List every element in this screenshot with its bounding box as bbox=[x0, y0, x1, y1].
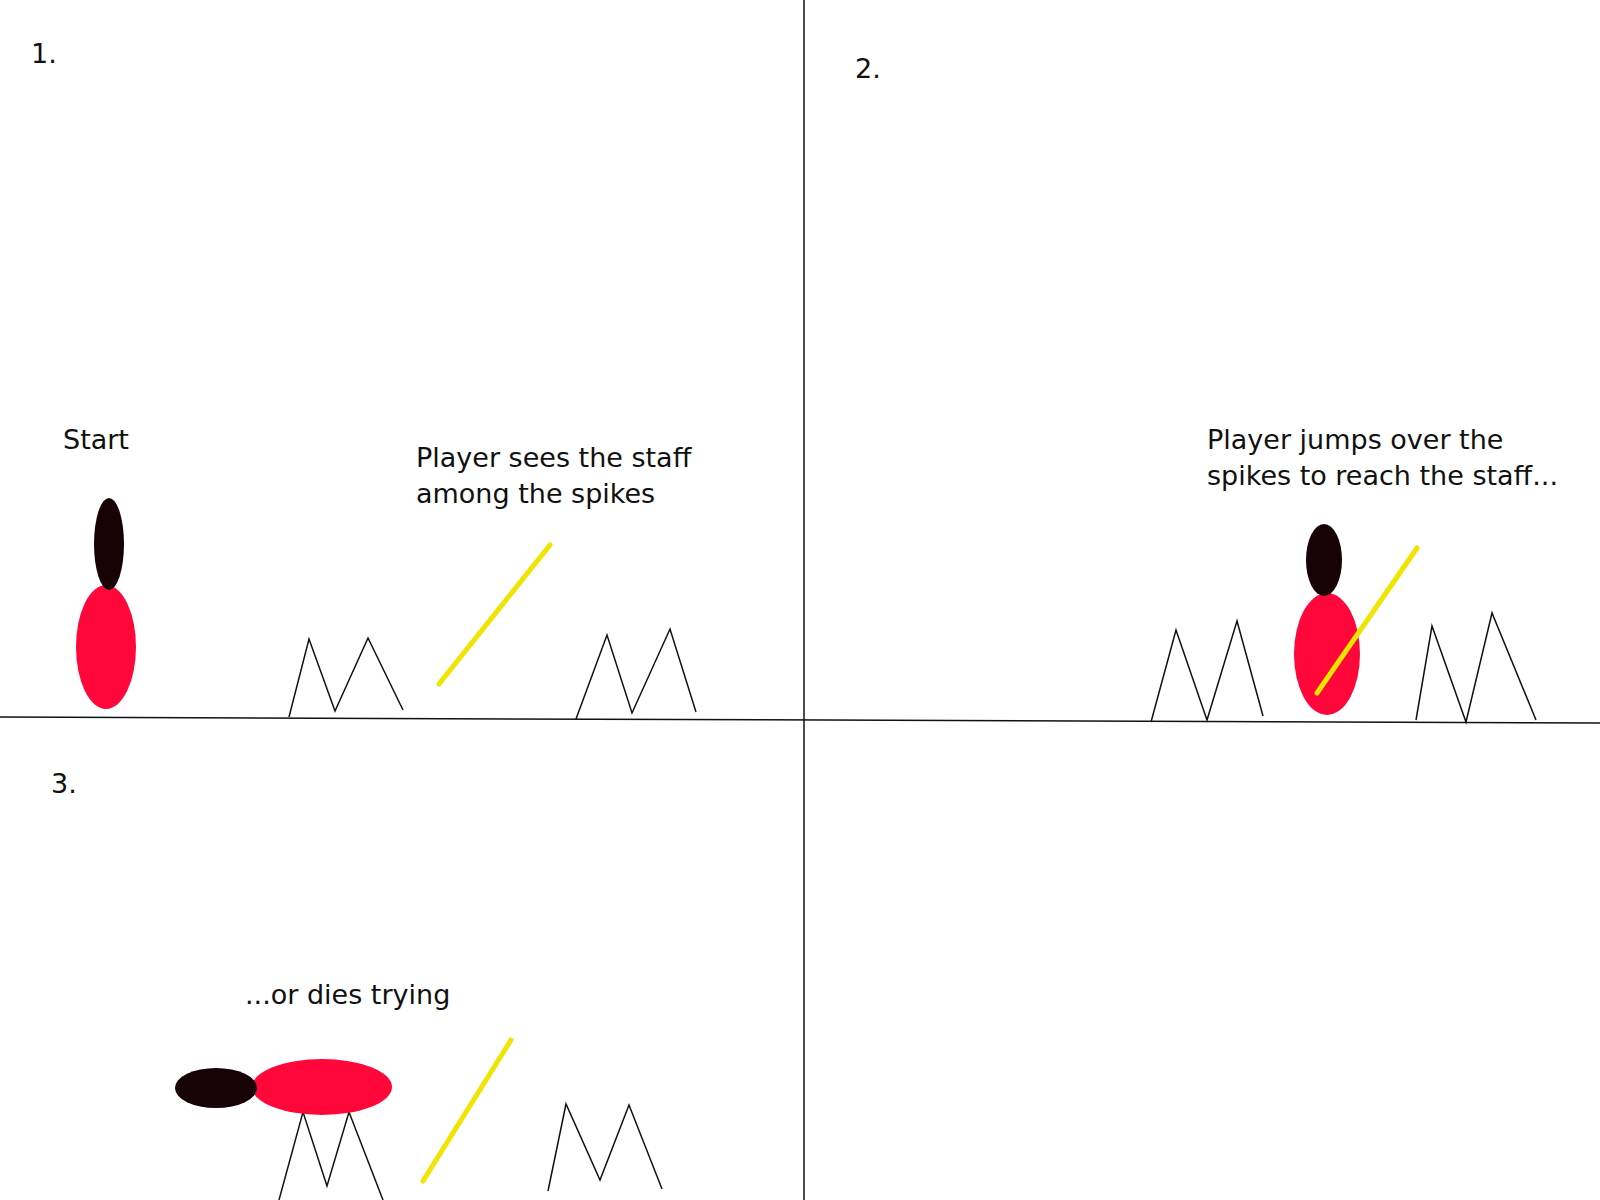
panel-divider bbox=[803, 0, 805, 1200]
spikes bbox=[1416, 613, 1536, 722]
start-label: Start bbox=[63, 422, 129, 458]
spikes bbox=[289, 638, 403, 717]
staff bbox=[439, 545, 550, 684]
player-head bbox=[1306, 524, 1342, 596]
staff bbox=[1317, 548, 1417, 693]
panel-note: Player jumps over the spikes to reach th… bbox=[1207, 422, 1592, 494]
dead-player-body bbox=[252, 1059, 392, 1115]
dead-player-head bbox=[175, 1068, 257, 1108]
player-body bbox=[76, 585, 136, 709]
panel-number: 1. bbox=[31, 36, 57, 72]
spikes bbox=[548, 1104, 662, 1191]
ground-line bbox=[0, 717, 1600, 723]
panel-number: 3. bbox=[51, 766, 77, 802]
staff bbox=[423, 1040, 511, 1181]
spikes bbox=[1151, 621, 1263, 722]
spikes bbox=[279, 1112, 383, 1200]
player-body bbox=[1294, 593, 1360, 715]
player-head bbox=[94, 498, 124, 590]
panel-note: ...or dies trying bbox=[245, 977, 450, 1013]
panel-number: 2. bbox=[855, 51, 881, 87]
spikes bbox=[576, 629, 696, 719]
panel-note: Player sees the staff among the spikes bbox=[416, 440, 746, 512]
